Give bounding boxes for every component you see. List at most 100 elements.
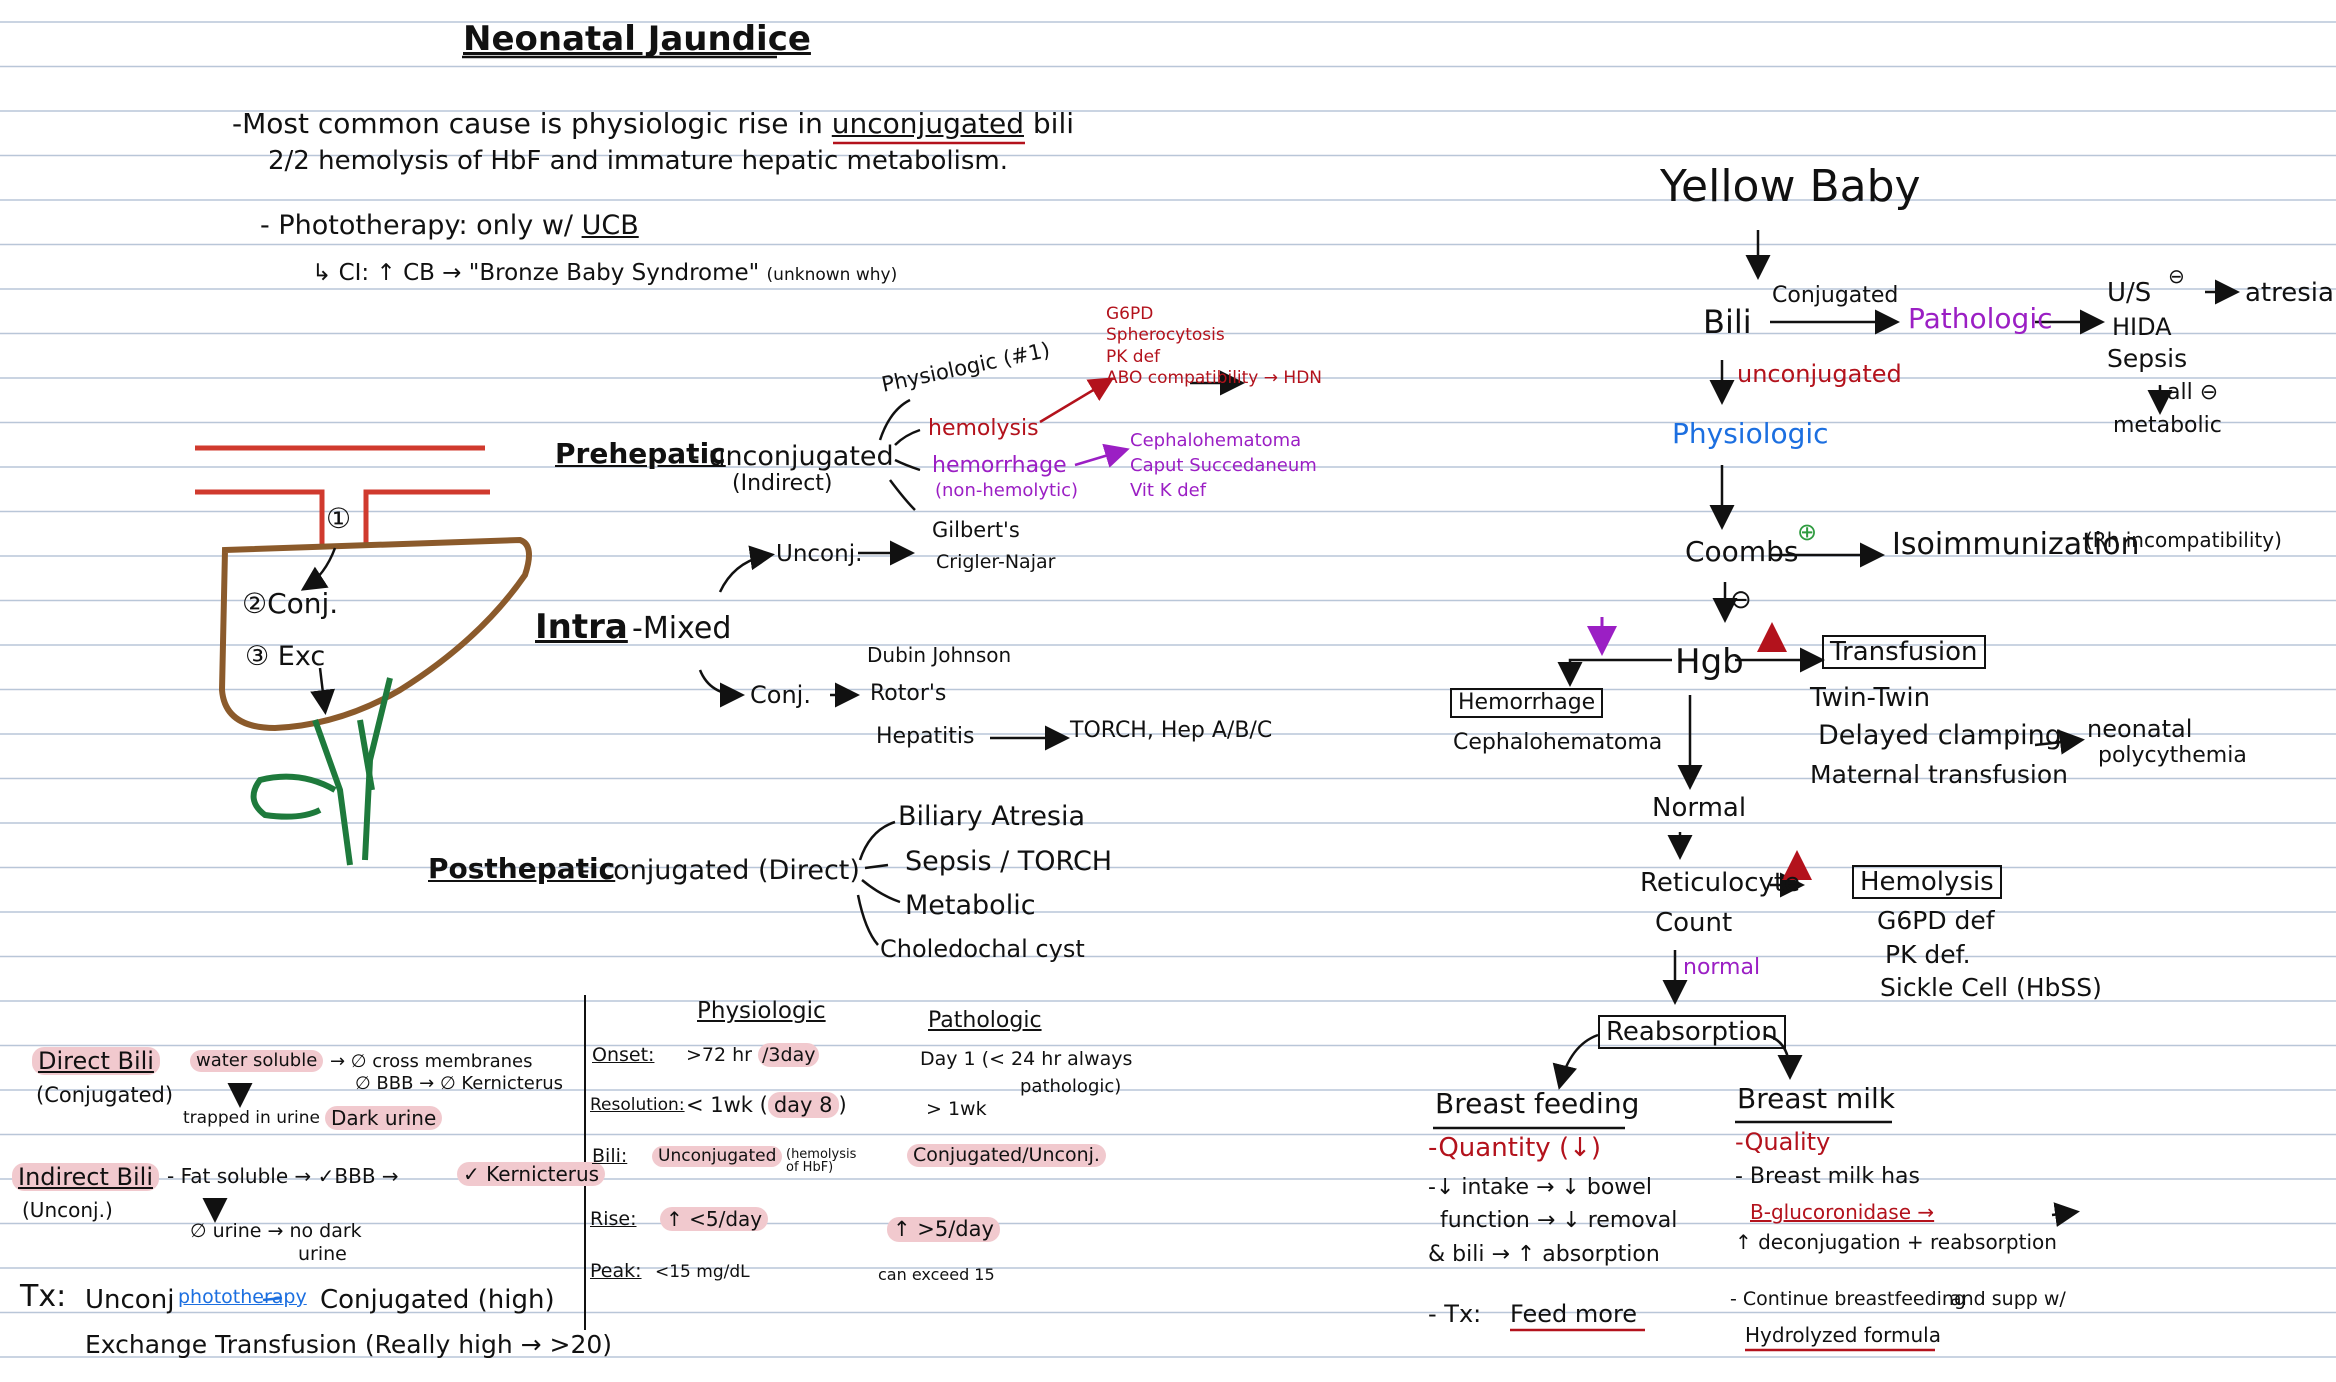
flow-quantity: -Quantity (↓)	[1428, 1133, 1602, 1163]
flow-bf-line: function → ↓ removal	[1440, 1208, 1678, 1233]
water-soluble: water soluble	[190, 1050, 324, 1072]
table-row-label: Resolution:	[590, 1095, 685, 1115]
table-row-label: Onset:	[592, 1044, 655, 1066]
posthepatic-conjugated: - conjugated (Direct)	[580, 855, 860, 886]
flow-yellow-baby: Yellow Baby	[1660, 161, 1921, 212]
prehepatic-unconjugated: - unconjugated	[690, 441, 894, 472]
gilberts: Gilbert's	[932, 518, 1020, 542]
flow-bf-line: -↓ intake → ↓ bowel	[1428, 1175, 1652, 1200]
table-row-label: Rise:	[590, 1208, 637, 1230]
flow-quality: -Quality	[1735, 1128, 1831, 1156]
liver-step-3: ③ Exc	[245, 641, 326, 672]
flow-coombs-minus: ⊖	[1730, 585, 1752, 615]
prehepatic-hemolysis: hemolysis	[928, 416, 1039, 441]
hemolysis-cause: G6PD	[1106, 304, 1154, 324]
table-cell-phys-note: (hemolysis of HbF)	[786, 1147, 857, 1175]
urine: urine	[298, 1243, 347, 1265]
hemorrhage-cause: Cephalohematoma	[1130, 430, 1302, 451]
table-header-pathologic: Pathologic	[928, 1008, 1042, 1033]
flow-breast-feeding: Breast feeding	[1435, 1087, 1640, 1120]
flow-bili: Bili	[1703, 303, 1752, 341]
flow-bf-tx: - Tx:	[1428, 1300, 1482, 1328]
flow-maternal-transfusion: Maternal transfusion	[1810, 760, 2068, 789]
flow-count: Count	[1655, 908, 1733, 938]
ci-text: ↳ CI: ↑ CB → "Bronze Baby Syndrome"	[312, 260, 760, 286]
flow-reticulocyte: Reticulocyte	[1640, 868, 1801, 898]
kernicterus: ✓ Kernicterus	[457, 1162, 606, 1186]
hemorrhage-causes: Cephalohematoma Caput Succedaneum Vit K …	[1130, 428, 1317, 504]
ci-unknown: (unknown why)	[766, 265, 898, 285]
flow-physiologic: Physiologic	[1672, 417, 1829, 450]
tx-label: Tx:	[20, 1279, 67, 1314]
hemolysis-causes: G6PD Spherocytosis PK def ABO compatibil…	[1106, 304, 1322, 389]
intro-line-2: 2/2 hemolysis of HbF and immature hepati…	[268, 146, 1008, 176]
flow-transfusion: Transfusion	[1822, 635, 1986, 669]
intrahepatic-mixed: -Mixed	[632, 611, 732, 646]
flow-atresia: atresia	[2245, 278, 2334, 308]
hepatitis: Hepatitis	[876, 724, 975, 749]
prehepatic-non-hemolytic: (non-hemolytic)	[935, 480, 1079, 501]
flow-bm-supp: and supp w/	[1950, 1288, 2066, 1310]
hemorrhage-cause: Vit K def	[1130, 480, 1207, 502]
flow-pathologic: Pathologic	[1908, 302, 2053, 335]
intro-line-1-underline: unconjugated	[831, 107, 1024, 140]
flow-bm-continue: - Continue breastfeeding	[1730, 1288, 1967, 1310]
hemorrhage-cause: Caput Succedaneum	[1130, 455, 1317, 477]
flow-hemorrhage: Hemorrhage	[1450, 688, 1604, 718]
table-header-physiologic: Physiologic	[697, 998, 826, 1024]
liver-diagram	[195, 445, 532, 866]
crigler-najar: Crigler-Najar	[936, 551, 1056, 573]
dark-urine: Dark urine	[325, 1106, 443, 1130]
table-cell-phys: < 1wk (day 8)	[686, 1092, 847, 1118]
table-row-label: Peak:	[590, 1260, 642, 1282]
torch-hep: TORCH, Hep A/B/C	[1070, 718, 1273, 743]
flow-normal: Normal	[1652, 793, 1747, 823]
flow-delayed-clamping: Delayed clamping	[1818, 720, 2062, 751]
phototherapy-note: - Phototherapy: only w/ UCB	[260, 212, 639, 239]
liver-step-1: ①	[326, 502, 352, 535]
flow-hemolysis-cause: Sickle Cell (HbSS)	[1880, 973, 2102, 1002]
flow-neonatal: neonatal	[2087, 715, 2193, 743]
flow-bm-line: ↑ deconjugation + reabsorption	[1735, 1230, 2057, 1254]
flow-bm-line: - Breast milk has	[1735, 1164, 1920, 1189]
table-cell-path: can exceed 15	[878, 1265, 995, 1284]
posthepatic-cause: Choledochal cyst	[880, 935, 1085, 963]
table-row-label: Bili:	[592, 1145, 628, 1167]
no-bbb: ∅ BBB → ∅ Kernicterus	[355, 1073, 564, 1094]
table-cell-path: ↑ >5/day	[887, 1217, 1000, 1242]
flow-twin: Twin-Twin	[1810, 683, 1931, 713]
flow-hemolysis-cause: G6PD def	[1877, 906, 1995, 935]
flow-unconjugated: unconjugated	[1737, 360, 1902, 388]
flow-breast-milk: Breast milk	[1737, 1082, 1896, 1115]
table-cell-phys: Unconjugated	[652, 1146, 783, 1167]
intrahepatic-label: Intra	[535, 607, 628, 647]
intro-line-1: -Most common cause is physiologic rise i…	[232, 110, 1074, 138]
phototherapy-pre: - Phototherapy: only w/	[260, 210, 582, 241]
flow-conjugated: Conjugated	[1772, 283, 1899, 308]
ci-note: ↳ CI: ↑ CB → "Bronze Baby Syndrome" (unk…	[312, 262, 897, 285]
hemolysis-cause: PK def	[1106, 346, 1161, 367]
flow-coombs-plus: ⊕	[1797, 518, 1818, 546]
flow-isoimmunization: Isoimmunization	[1892, 527, 2140, 562]
prehepatic-hemorrhage: hemorrhage	[932, 453, 1067, 478]
flow-hemolysis-cause: PK def.	[1885, 940, 1971, 969]
cross-membranes: → ∅ cross membranes	[330, 1051, 533, 1072]
flow-all-neg: all ⊖	[2167, 380, 2219, 405]
table-cell-path: > 1wk	[926, 1098, 987, 1120]
table-cell-phys: ↑ <5/day	[660, 1207, 769, 1231]
flow-rh: (Rh incompatibility)	[2085, 528, 2282, 552]
indirect-bili-sub: (Unconj.)	[22, 1198, 113, 1222]
indirect-bili-label: Indirect Bili	[12, 1163, 159, 1191]
flow-bm-hydrolyzed: Hydrolyzed formula	[1745, 1323, 1941, 1347]
flow-sepsis: Sepsis	[2107, 344, 2188, 373]
posthepatic-cause: Sepsis / TORCH	[905, 846, 1113, 877]
flow-coombs: Coombs	[1685, 535, 1799, 568]
dubin-johnson: Dubin Johnson	[867, 643, 1012, 667]
direct-bili-sub: (Conjugated)	[36, 1083, 174, 1107]
intro-line-1-post: bili	[1023, 107, 1074, 140]
flow-bf-line: & bili → ↑ absorption	[1428, 1242, 1660, 1267]
flow-normal-2: normal	[1683, 955, 1761, 980]
table-cell-phys: >72 hr /3day	[686, 1043, 820, 1067]
